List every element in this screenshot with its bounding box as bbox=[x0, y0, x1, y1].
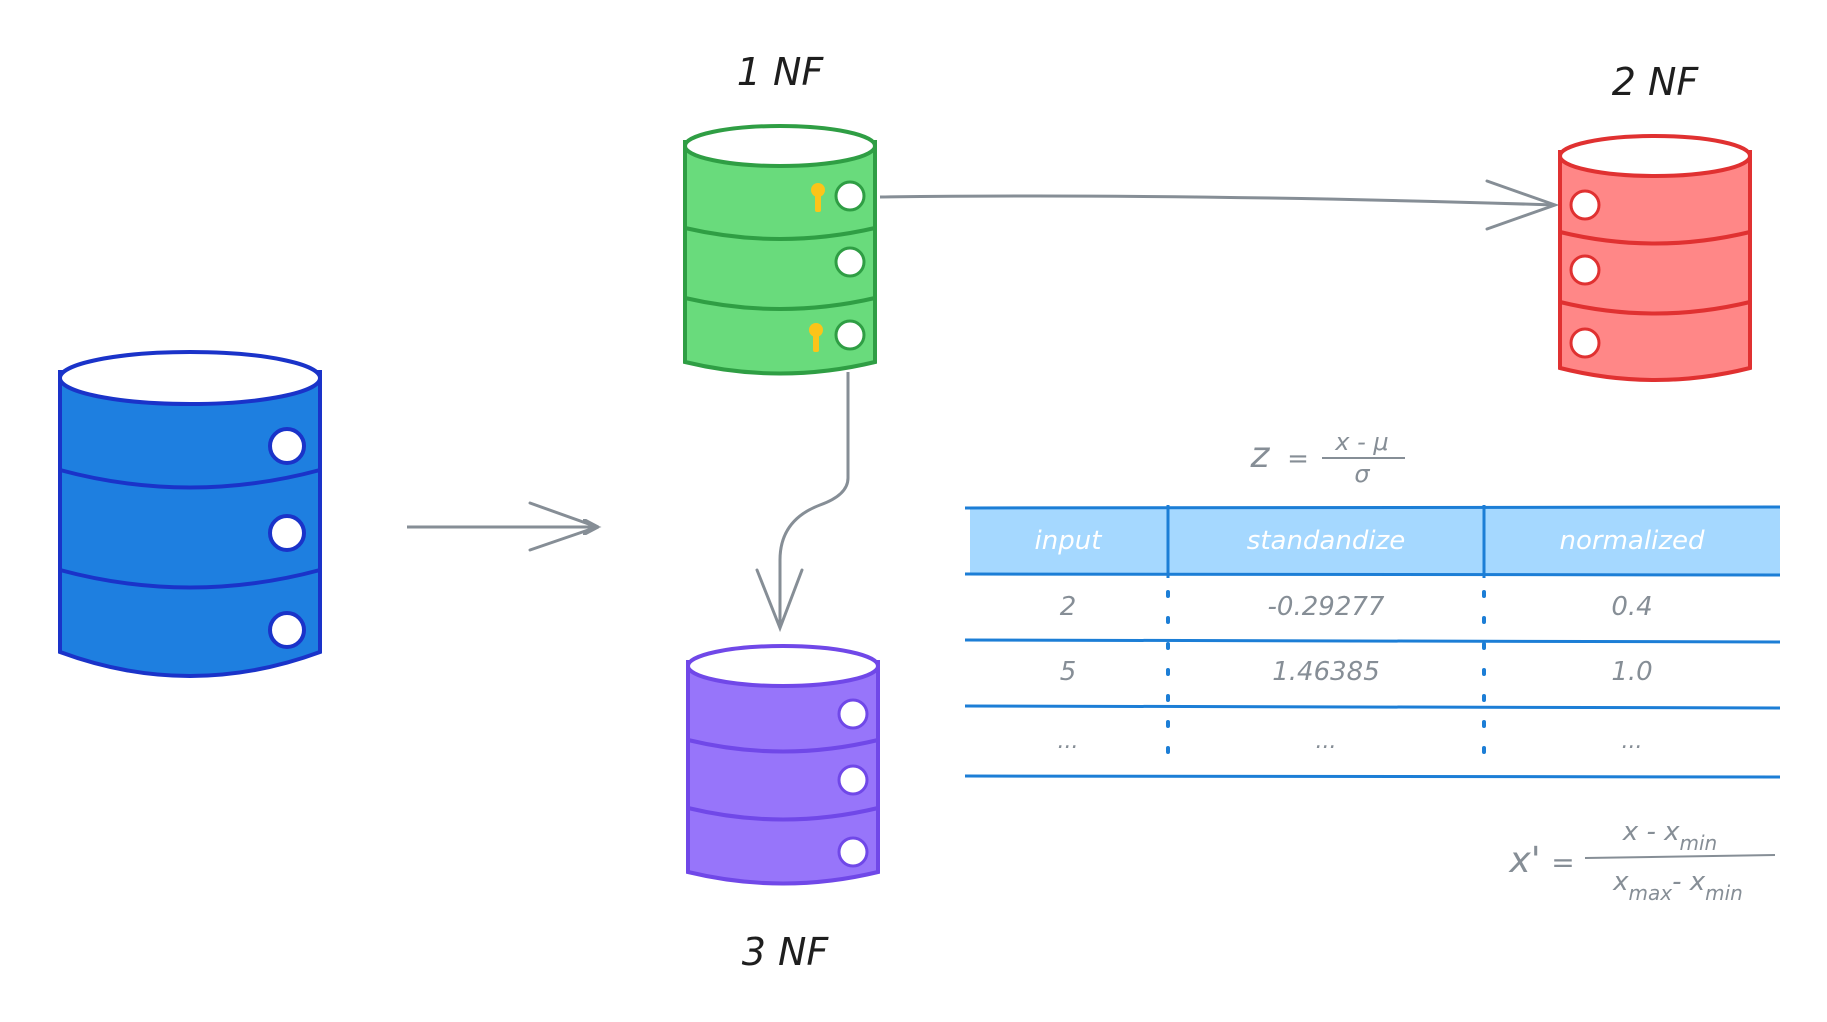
table-header-input: input bbox=[1035, 526, 1103, 556]
key-shaft bbox=[815, 190, 821, 212]
db-body bbox=[686, 660, 880, 886]
db-indicator bbox=[837, 698, 869, 730]
minmax-num-x: x - x bbox=[1622, 817, 1680, 847]
minmax-formula: x' = x - xmin xmax- xmin bbox=[1508, 817, 1776, 905]
db-indicator bbox=[268, 427, 306, 465]
table-header-bg bbox=[970, 508, 1780, 574]
table-cell: 5 bbox=[1060, 657, 1077, 687]
db-body bbox=[1558, 150, 1752, 382]
db-top bbox=[1558, 134, 1752, 178]
db-divider bbox=[1559, 300, 1751, 316]
arrow-1nf-to-2nf-head bbox=[1485, 179, 1560, 231]
db-top bbox=[683, 124, 877, 168]
db-indicator bbox=[837, 836, 869, 868]
db-top bbox=[58, 350, 322, 406]
table-header-standardize: standandize bbox=[1247, 526, 1405, 556]
zscore-formula: z = x - μ σ bbox=[1250, 428, 1405, 488]
minmax-lhs: x' bbox=[1508, 840, 1540, 881]
db-body bbox=[58, 370, 322, 678]
minmax-num-sub: min bbox=[1679, 831, 1717, 855]
table-cell: 0.4 bbox=[1611, 592, 1652, 622]
minmax-den-sub2: min bbox=[1705, 881, 1743, 905]
db-body bbox=[683, 140, 877, 376]
minmax-fraction-bar bbox=[1584, 854, 1776, 859]
minmax-denominator: xmax- xmin bbox=[1612, 867, 1743, 905]
table-cell: 2 bbox=[1060, 592, 1077, 622]
nf3-database bbox=[686, 644, 880, 886]
db-divider bbox=[1559, 230, 1751, 246]
minmax-numerator: x - xmin bbox=[1622, 817, 1717, 855]
db-indicator bbox=[834, 180, 866, 212]
db-divider bbox=[687, 738, 879, 754]
table-cell: 1.46385 bbox=[1272, 657, 1380, 687]
data-table: input standandize normalized 2 -0.29277 … bbox=[964, 505, 1781, 779]
table-rule bbox=[964, 704, 1781, 710]
db-indicator bbox=[1569, 327, 1601, 359]
arrow-1nf-to-2nf bbox=[879, 194, 1556, 207]
db-divider bbox=[684, 226, 876, 241]
db-indicator bbox=[837, 764, 869, 796]
key-icon bbox=[809, 323, 823, 352]
key-icon bbox=[811, 183, 825, 212]
db-indicator bbox=[1569, 189, 1601, 221]
arrow-1nf-to-3nf-head bbox=[755, 568, 804, 633]
table-rule bbox=[964, 572, 1781, 577]
nf2-database-icon bbox=[1558, 134, 1752, 382]
table-rule bbox=[964, 505, 1781, 510]
table-cell: ... bbox=[1622, 729, 1643, 754]
zscore-denominator: σ bbox=[1354, 460, 1370, 488]
nf2-database bbox=[1558, 134, 1752, 382]
db-top bbox=[686, 644, 880, 688]
nf3-database-icon bbox=[686, 644, 880, 886]
nf1-database-icon bbox=[683, 124, 877, 376]
table-rule bbox=[964, 774, 1781, 779]
db-divider bbox=[684, 296, 876, 311]
db-divider bbox=[687, 806, 879, 822]
db-indicator bbox=[268, 611, 306, 649]
table-cell: 1.0 bbox=[1611, 657, 1652, 687]
table-rule bbox=[964, 638, 1781, 644]
db-indicator bbox=[834, 246, 866, 278]
table-cell: ... bbox=[1058, 729, 1079, 754]
minmax-den-sub1: max bbox=[1629, 881, 1673, 905]
zscore-lhs: z bbox=[1250, 435, 1271, 476]
db-divider bbox=[59, 468, 321, 490]
table-cell: ... bbox=[1316, 729, 1337, 754]
table-cell: -0.29277 bbox=[1268, 592, 1385, 622]
key-shaft bbox=[813, 330, 819, 352]
db-indicator bbox=[268, 514, 306, 552]
db-indicator bbox=[1569, 254, 1601, 286]
arrow-source-to-1nf-head bbox=[528, 501, 602, 552]
table-header-normalized: normalized bbox=[1560, 526, 1705, 556]
source-database-icon bbox=[58, 350, 322, 678]
db-indicator bbox=[834, 319, 866, 351]
arrow-1nf-to-3nf bbox=[778, 372, 850, 628]
minmax-equals: = bbox=[1551, 846, 1574, 879]
source-database bbox=[58, 350, 322, 678]
nf3-label: 3 NF bbox=[742, 930, 830, 974]
minmax-den-mid: - x bbox=[1672, 867, 1706, 897]
zscore-numerator: x - μ bbox=[1334, 428, 1388, 456]
nf2-label: 2 NF bbox=[1612, 60, 1700, 104]
nf1-label: 1 NF bbox=[737, 50, 825, 94]
minmax-den-x1: x bbox=[1612, 867, 1629, 897]
db-divider bbox=[59, 568, 321, 590]
zscore-equals: = bbox=[1287, 444, 1309, 474]
nf1-database bbox=[683, 124, 877, 376]
